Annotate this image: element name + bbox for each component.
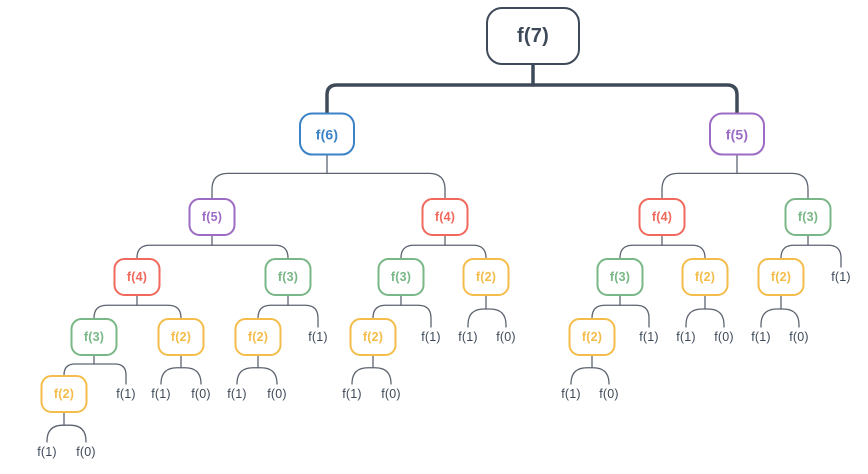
leaf-call-f1: f(1): [751, 330, 771, 344]
leaf-call-f1: f(1): [458, 330, 478, 344]
leaf-call-f1: f(1): [676, 330, 696, 344]
leaf-call-f1: f(1): [639, 330, 659, 344]
leaf-call-f1: f(1): [831, 270, 851, 284]
tree-node-f3: f(3): [784, 198, 832, 236]
tree-node-f2: f(2): [462, 258, 510, 296]
leaf-call-f0: f(0): [496, 330, 516, 344]
leaf-call-f1: f(1): [561, 387, 581, 401]
tree-node-f3: f(3): [264, 258, 312, 296]
tree-node-f2: f(2): [757, 258, 805, 296]
leaf-call-f1: f(1): [151, 387, 171, 401]
tree-node-f4: f(4): [421, 198, 469, 236]
leaf-call-f0: f(0): [599, 387, 619, 401]
tree-node-f7: f(7): [486, 7, 580, 65]
leaf-call-f0: f(0): [267, 387, 287, 401]
tree-node-f3: f(3): [70, 318, 118, 356]
tree-node-f2: f(2): [681, 258, 729, 296]
tree-node-f4: f(4): [113, 258, 161, 296]
leaf-call-f1: f(1): [308, 330, 328, 344]
leaf-call-f1: f(1): [342, 387, 362, 401]
leaf-call-f1: f(1): [116, 387, 136, 401]
leaf-call-f0: f(0): [381, 387, 401, 401]
tree-node-f2: f(2): [234, 318, 282, 356]
leaf-call-f1: f(1): [227, 387, 247, 401]
tree-node-f4: f(4): [638, 198, 686, 236]
tree-node-f3: f(3): [596, 258, 644, 296]
leaf-call-f1: f(1): [37, 445, 57, 459]
tree-node-f2: f(2): [349, 318, 397, 356]
tree-node-f5: f(5): [709, 112, 765, 156]
tree-node-f2: f(2): [40, 375, 88, 413]
leaf-call-f0: f(0): [789, 330, 809, 344]
leaf-call-f0: f(0): [714, 330, 734, 344]
leaf-call-f0: f(0): [76, 445, 96, 459]
tree-node-f3: f(3): [377, 258, 425, 296]
tree-node-f6: f(6): [299, 112, 355, 156]
tree-node-f2: f(2): [157, 318, 205, 356]
tree-node-f5: f(5): [188, 198, 236, 236]
leaf-call-f1: f(1): [421, 330, 441, 344]
tree-node-f2: f(2): [568, 318, 616, 356]
leaf-call-f0: f(0): [191, 387, 211, 401]
